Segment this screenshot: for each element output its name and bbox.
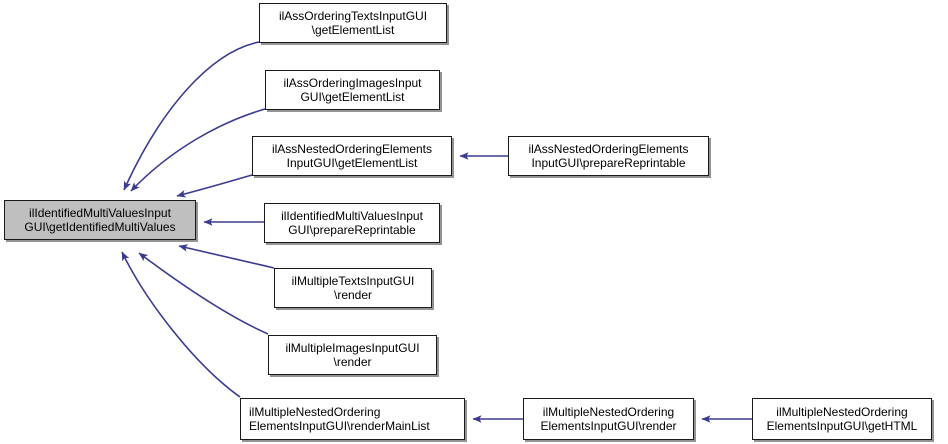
graph-edge-e5 bbox=[178, 244, 275, 269]
graph-node-n2[interactable]: ilAssOrderingImagesInput GUI\getElementL… bbox=[265, 70, 440, 110]
graph-node-label: ilAssNestedOrderingElements InputGUI\pre… bbox=[528, 142, 689, 170]
graph-node-label: ilMultipleImagesInputGUI \render bbox=[285, 341, 420, 369]
graph-node-label: ilIdentifiedMultiValuesInput GUI\prepare… bbox=[281, 209, 423, 237]
graph-edge-e2 bbox=[130, 108, 266, 192]
graph-node-label: ilIdentifiedMultiValuesInput GUI\getIden… bbox=[24, 206, 176, 234]
graph-node-label: ilAssNestedOrderingElements InputGUI\get… bbox=[271, 142, 433, 170]
graph-node-n10[interactable]: ilMultipleNestedOrdering ElementsInputGU… bbox=[752, 398, 932, 440]
graph-node-n9[interactable]: ilMultipleNestedOrdering ElementsInputGU… bbox=[523, 398, 694, 440]
graph-node-center[interactable]: ilIdentifiedMultiValuesInput GUI\getIden… bbox=[4, 200, 196, 240]
graph-edge-e6 bbox=[138, 252, 269, 335]
graph-node-label: ilMultipleTextsInputGUI \render bbox=[291, 274, 415, 302]
graph-node-n1[interactable]: ilAssOrderingTextsInputGUI \getElementLi… bbox=[259, 3, 447, 43]
edges-group bbox=[121, 41, 752, 423]
graph-node-label: ilAssOrderingImagesInput GUI\getElementL… bbox=[283, 76, 422, 104]
graph-node-n4[interactable]: ilIdentifiedMultiValuesInput GUI\prepare… bbox=[264, 203, 440, 243]
graph-node-n6[interactable]: ilMultipleImagesInputGUI \render bbox=[268, 335, 437, 375]
graph-edge-e1 bbox=[123, 41, 260, 191]
graph-node-label: ilMultipleNestedOrdering ElementsInputGU… bbox=[249, 405, 430, 433]
graph-edge-e7 bbox=[121, 251, 241, 398]
graph-node-n3[interactable]: ilAssNestedOrderingElements InputGUI\get… bbox=[252, 136, 452, 176]
graph-node-n5[interactable]: ilMultipleTextsInputGUI \render bbox=[274, 268, 432, 308]
graph-node-label: ilAssOrderingTextsInputGUI \getElementLi… bbox=[278, 9, 428, 37]
graph-node-n8[interactable]: ilAssNestedOrderingElements InputGUI\pre… bbox=[508, 136, 709, 176]
graph-node-label: ilMultipleNestedOrdering ElementsInputGU… bbox=[766, 405, 918, 433]
graph-node-n7[interactable]: ilMultipleNestedOrdering ElementsInputGU… bbox=[240, 398, 465, 440]
graph-edge-e3 bbox=[176, 174, 253, 198]
graph-node-label: ilMultipleNestedOrdering ElementsInputGU… bbox=[540, 405, 677, 433]
